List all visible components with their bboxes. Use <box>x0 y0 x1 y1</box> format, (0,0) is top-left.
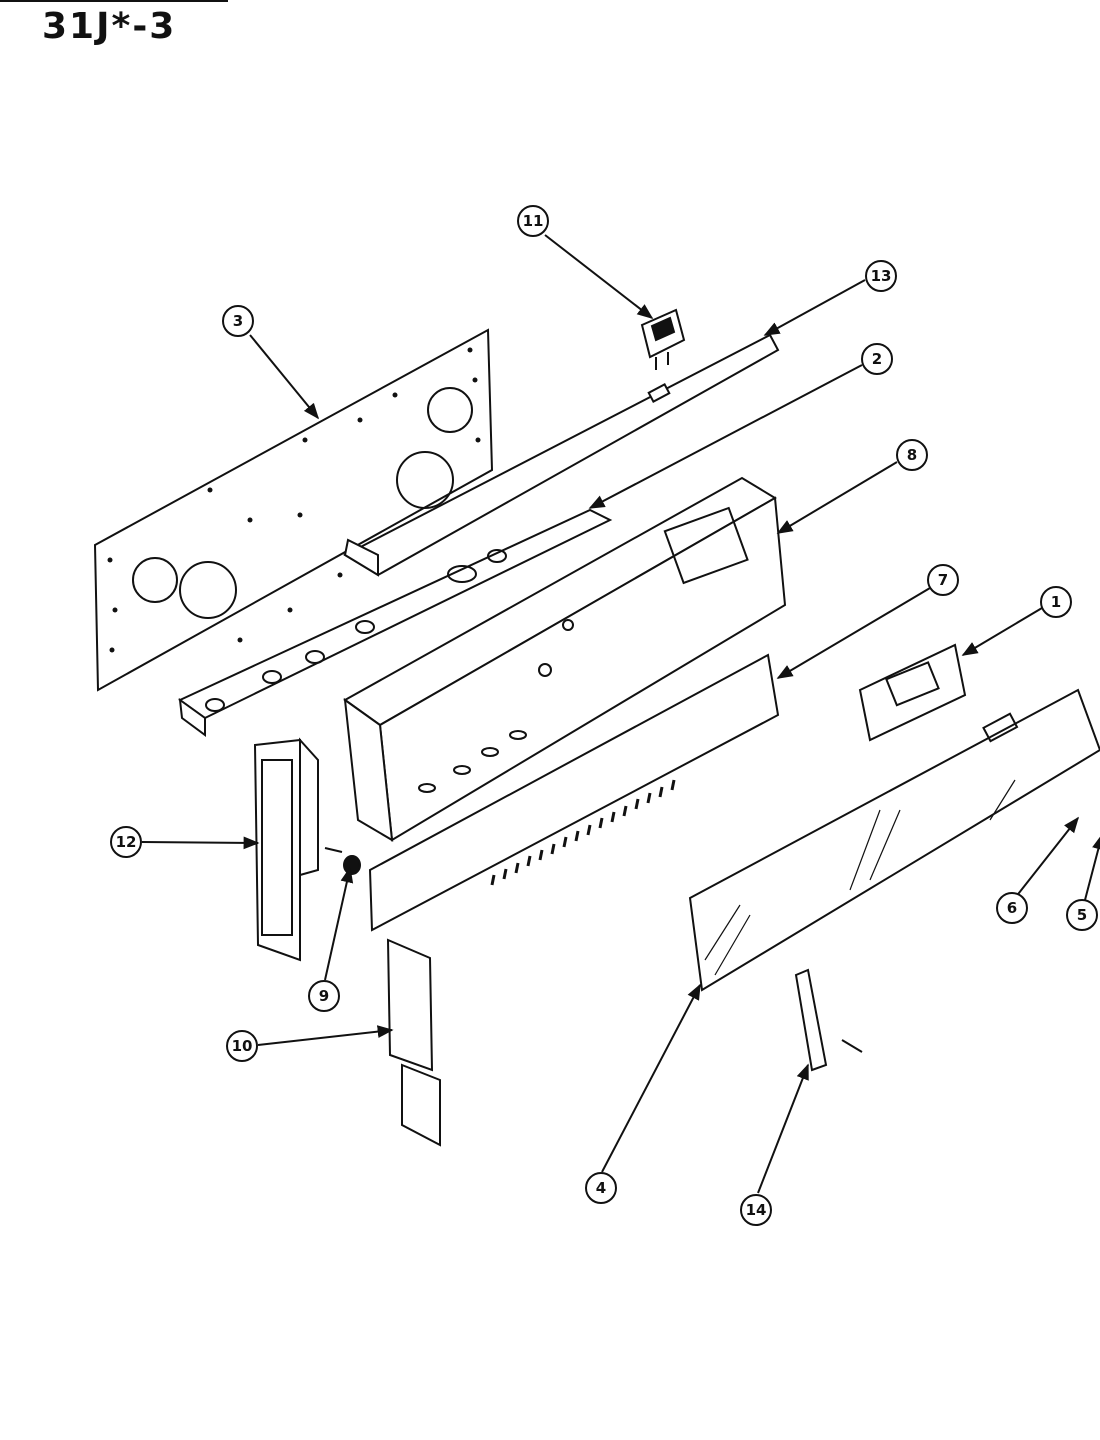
svg-text:14: 14 <box>746 1201 767 1219</box>
svg-text:1: 1 <box>1051 593 1061 611</box>
part-4-glass-panel <box>688 688 1100 992</box>
part-14-strip <box>794 968 863 1072</box>
leader-lines <box>141 234 1100 1194</box>
diagram-title: 31J*-3 <box>42 6 177 47</box>
callout-14: 14 <box>740 1194 772 1226</box>
callout-4: 4 <box>585 1172 617 1204</box>
part-10-brackets <box>386 938 441 1147</box>
callout-7: 7 <box>927 564 959 596</box>
callout-6: 6 <box>996 892 1028 924</box>
callout-5: 5 <box>1066 899 1098 931</box>
svg-text:4: 4 <box>596 1179 606 1197</box>
part-13-trim-strip <box>342 333 780 577</box>
svg-text:10: 10 <box>232 1037 253 1055</box>
callout-10: 10 <box>226 1030 258 1062</box>
svg-text:13: 13 <box>871 267 892 285</box>
svg-text:3: 3 <box>233 312 243 330</box>
callout-12: 12 <box>110 826 142 858</box>
part-8-main-frame <box>343 476 787 842</box>
svg-text:6: 6 <box>1007 899 1017 917</box>
callout-1: 1 <box>1040 586 1072 618</box>
svg-text:11: 11 <box>523 212 544 230</box>
callout-2: 2 <box>861 343 893 375</box>
svg-text:12: 12 <box>116 833 137 851</box>
part-9-knob <box>324 847 361 875</box>
part-1-control-board <box>858 643 967 742</box>
callouts: 11 13 3 2 8 7 <box>110 205 1098 1226</box>
svg-text:2: 2 <box>872 350 882 368</box>
callout-8: 8 <box>896 439 928 471</box>
callout-11: 11 <box>517 205 549 237</box>
svg-text:5: 5 <box>1077 906 1087 924</box>
part-3-back-panel <box>93 328 494 692</box>
svg-text:9: 9 <box>319 987 329 1005</box>
part-7-vented-rail <box>368 653 780 932</box>
svg-text:7: 7 <box>938 571 948 589</box>
title-rule <box>0 0 228 2</box>
part-2-control-rail <box>178 508 613 737</box>
part-11-switch <box>640 308 686 370</box>
part-12-side-trim <box>253 737 319 962</box>
callout-13: 13 <box>865 260 897 292</box>
svg-text:8: 8 <box>907 446 917 464</box>
callout-9: 9 <box>308 980 340 1012</box>
callout-3: 3 <box>222 305 254 337</box>
